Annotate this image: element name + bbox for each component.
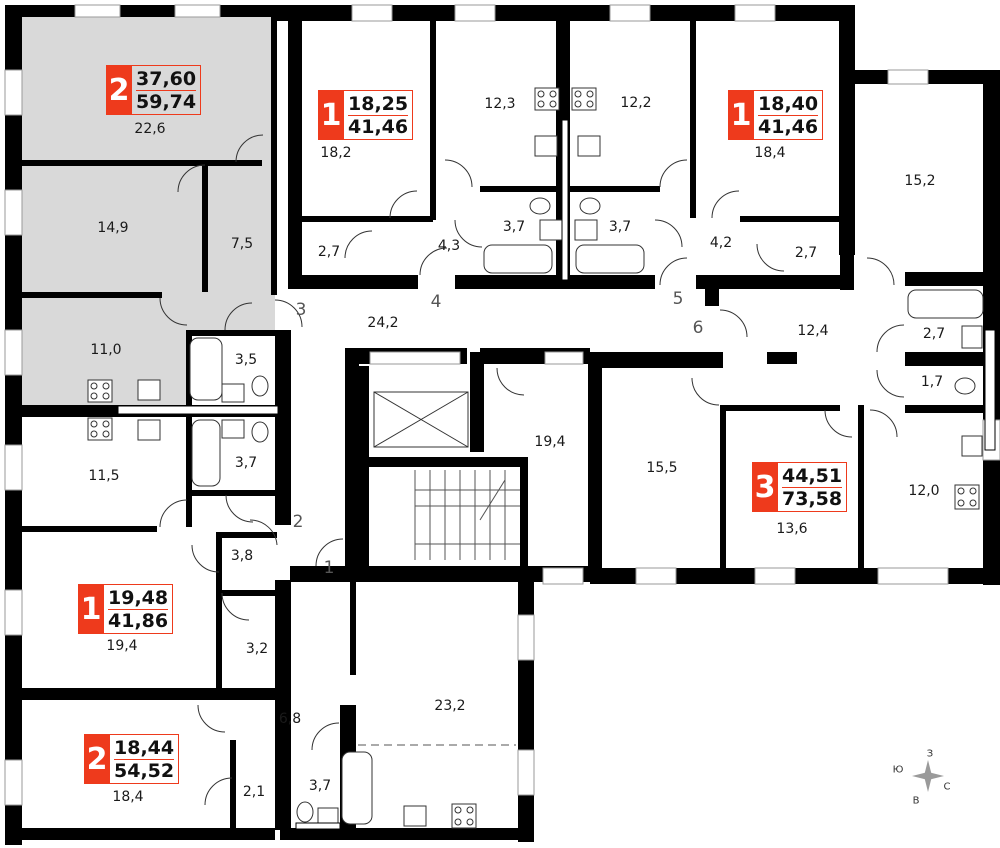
bathtubs bbox=[189, 244, 984, 825]
room-count: 2 bbox=[84, 734, 110, 784]
room-area-label: 2,7 bbox=[794, 245, 818, 261]
total-area: 59,74 bbox=[136, 89, 197, 113]
compass-east: С bbox=[943, 781, 951, 793]
room-area-label: 15,2 bbox=[904, 173, 936, 189]
compass-south: В bbox=[912, 795, 920, 807]
apartment-badge[interactable]: 1 19,48 41,86 bbox=[78, 584, 174, 634]
plumbing-fixtures bbox=[137, 135, 983, 829]
room-area-label: 13,6 bbox=[776, 521, 808, 537]
total-area: 54,52 bbox=[114, 758, 175, 782]
room-area-label: 2,7 bbox=[922, 326, 946, 342]
room-count: 1 bbox=[318, 90, 344, 140]
room-area-label: 12,0 bbox=[908, 483, 940, 499]
room-area-label: 3,7 bbox=[234, 455, 258, 471]
staircase bbox=[414, 470, 520, 560]
room-area-label: 11,5 bbox=[88, 468, 120, 484]
room-area-label: 6,8 bbox=[278, 711, 302, 727]
area-values: 18,25 41,46 bbox=[344, 90, 414, 140]
highlighted-apartment bbox=[22, 12, 277, 405]
room-area-label: 3,7 bbox=[608, 219, 632, 235]
total-area: 41,46 bbox=[348, 114, 409, 138]
room-area-label: 3,2 bbox=[245, 641, 269, 657]
living-area: 19,48 bbox=[108, 586, 169, 609]
room-area-label: 23,2 bbox=[434, 698, 466, 714]
room-area-label: 4,2 bbox=[709, 235, 733, 251]
room-area-label: 3,7 bbox=[308, 778, 332, 794]
living-area: 18,25 bbox=[348, 92, 409, 115]
room-area-label: 1,7 bbox=[920, 374, 944, 390]
room-area-label: 12,3 bbox=[484, 96, 516, 112]
apartment-badge[interactable]: 2 18,44 54,52 bbox=[84, 734, 180, 784]
room-area-label: 7,5 bbox=[230, 236, 254, 252]
door-number: 5 bbox=[672, 289, 684, 309]
area-values: 18,44 54,52 bbox=[110, 734, 180, 784]
stove-burners bbox=[90, 90, 977, 826]
compass-north: З bbox=[926, 748, 934, 760]
compass-west: Ю bbox=[892, 764, 904, 776]
room-area-label: 12,2 bbox=[620, 95, 652, 111]
room-area-label: 18,2 bbox=[320, 145, 352, 161]
room-area-label: 3,5 bbox=[234, 352, 258, 368]
room-area-label: 12,4 bbox=[797, 323, 829, 339]
door-number: 6 bbox=[692, 318, 704, 338]
room-area-label: 24,2 bbox=[367, 315, 399, 331]
living-area: 18,44 bbox=[114, 736, 175, 759]
total-area: 41,86 bbox=[108, 608, 169, 632]
total-area: 41,46 bbox=[758, 114, 819, 138]
room-area-label: 4,3 bbox=[437, 238, 461, 254]
total-area: 73,58 bbox=[782, 486, 843, 510]
room-area-label: 18,4 bbox=[112, 789, 144, 805]
apartment-badge[interactable]: 2 37,60 59,74 bbox=[106, 65, 202, 115]
room-count: 3 bbox=[752, 462, 778, 512]
room-count: 2 bbox=[106, 65, 132, 115]
room-area-label: 15,5 bbox=[646, 460, 678, 476]
area-values: 18,40 41,46 bbox=[754, 90, 824, 140]
room-area-label: 2,1 bbox=[242, 784, 266, 800]
room-area-label: 3,7 bbox=[502, 219, 526, 235]
living-area: 44,51 bbox=[782, 464, 843, 487]
area-values: 44,51 73,58 bbox=[778, 462, 848, 512]
door-number: 4 bbox=[430, 292, 442, 312]
door-number: 3 bbox=[295, 300, 307, 320]
room-area-label: 18,4 bbox=[754, 145, 786, 161]
door-number: 2 bbox=[292, 512, 304, 532]
room-area-label: 3,8 bbox=[230, 548, 254, 564]
area-values: 19,48 41,86 bbox=[104, 584, 174, 634]
living-area: 37,60 bbox=[136, 67, 197, 90]
doors bbox=[159, 134, 905, 806]
apartment-badge[interactable]: 1 18,25 41,46 bbox=[318, 90, 414, 140]
ventilation-shafts bbox=[117, 119, 996, 830]
room-area-label: 14,9 bbox=[97, 220, 129, 236]
living-area: 18,40 bbox=[758, 92, 819, 115]
room-area-label: 11,0 bbox=[90, 342, 122, 358]
windows bbox=[4, 4, 1000, 806]
room-area-label: 22,6 bbox=[134, 121, 166, 137]
room-count: 1 bbox=[78, 584, 104, 634]
room-area-label: 19,4 bbox=[106, 638, 138, 654]
apartment-badge[interactable]: 3 44,51 73,58 bbox=[752, 462, 848, 512]
room-area-label: 2,7 bbox=[317, 244, 341, 260]
room-count: 1 bbox=[728, 90, 754, 140]
elevator-shaft bbox=[373, 391, 469, 448]
area-values: 37,60 59,74 bbox=[132, 65, 202, 115]
room-area-label: 19,4 bbox=[534, 434, 566, 450]
door-number: 1 bbox=[323, 558, 335, 578]
compass-rose bbox=[912, 760, 944, 792]
apartment-badge[interactable]: 1 18,40 41,46 bbox=[728, 90, 824, 140]
